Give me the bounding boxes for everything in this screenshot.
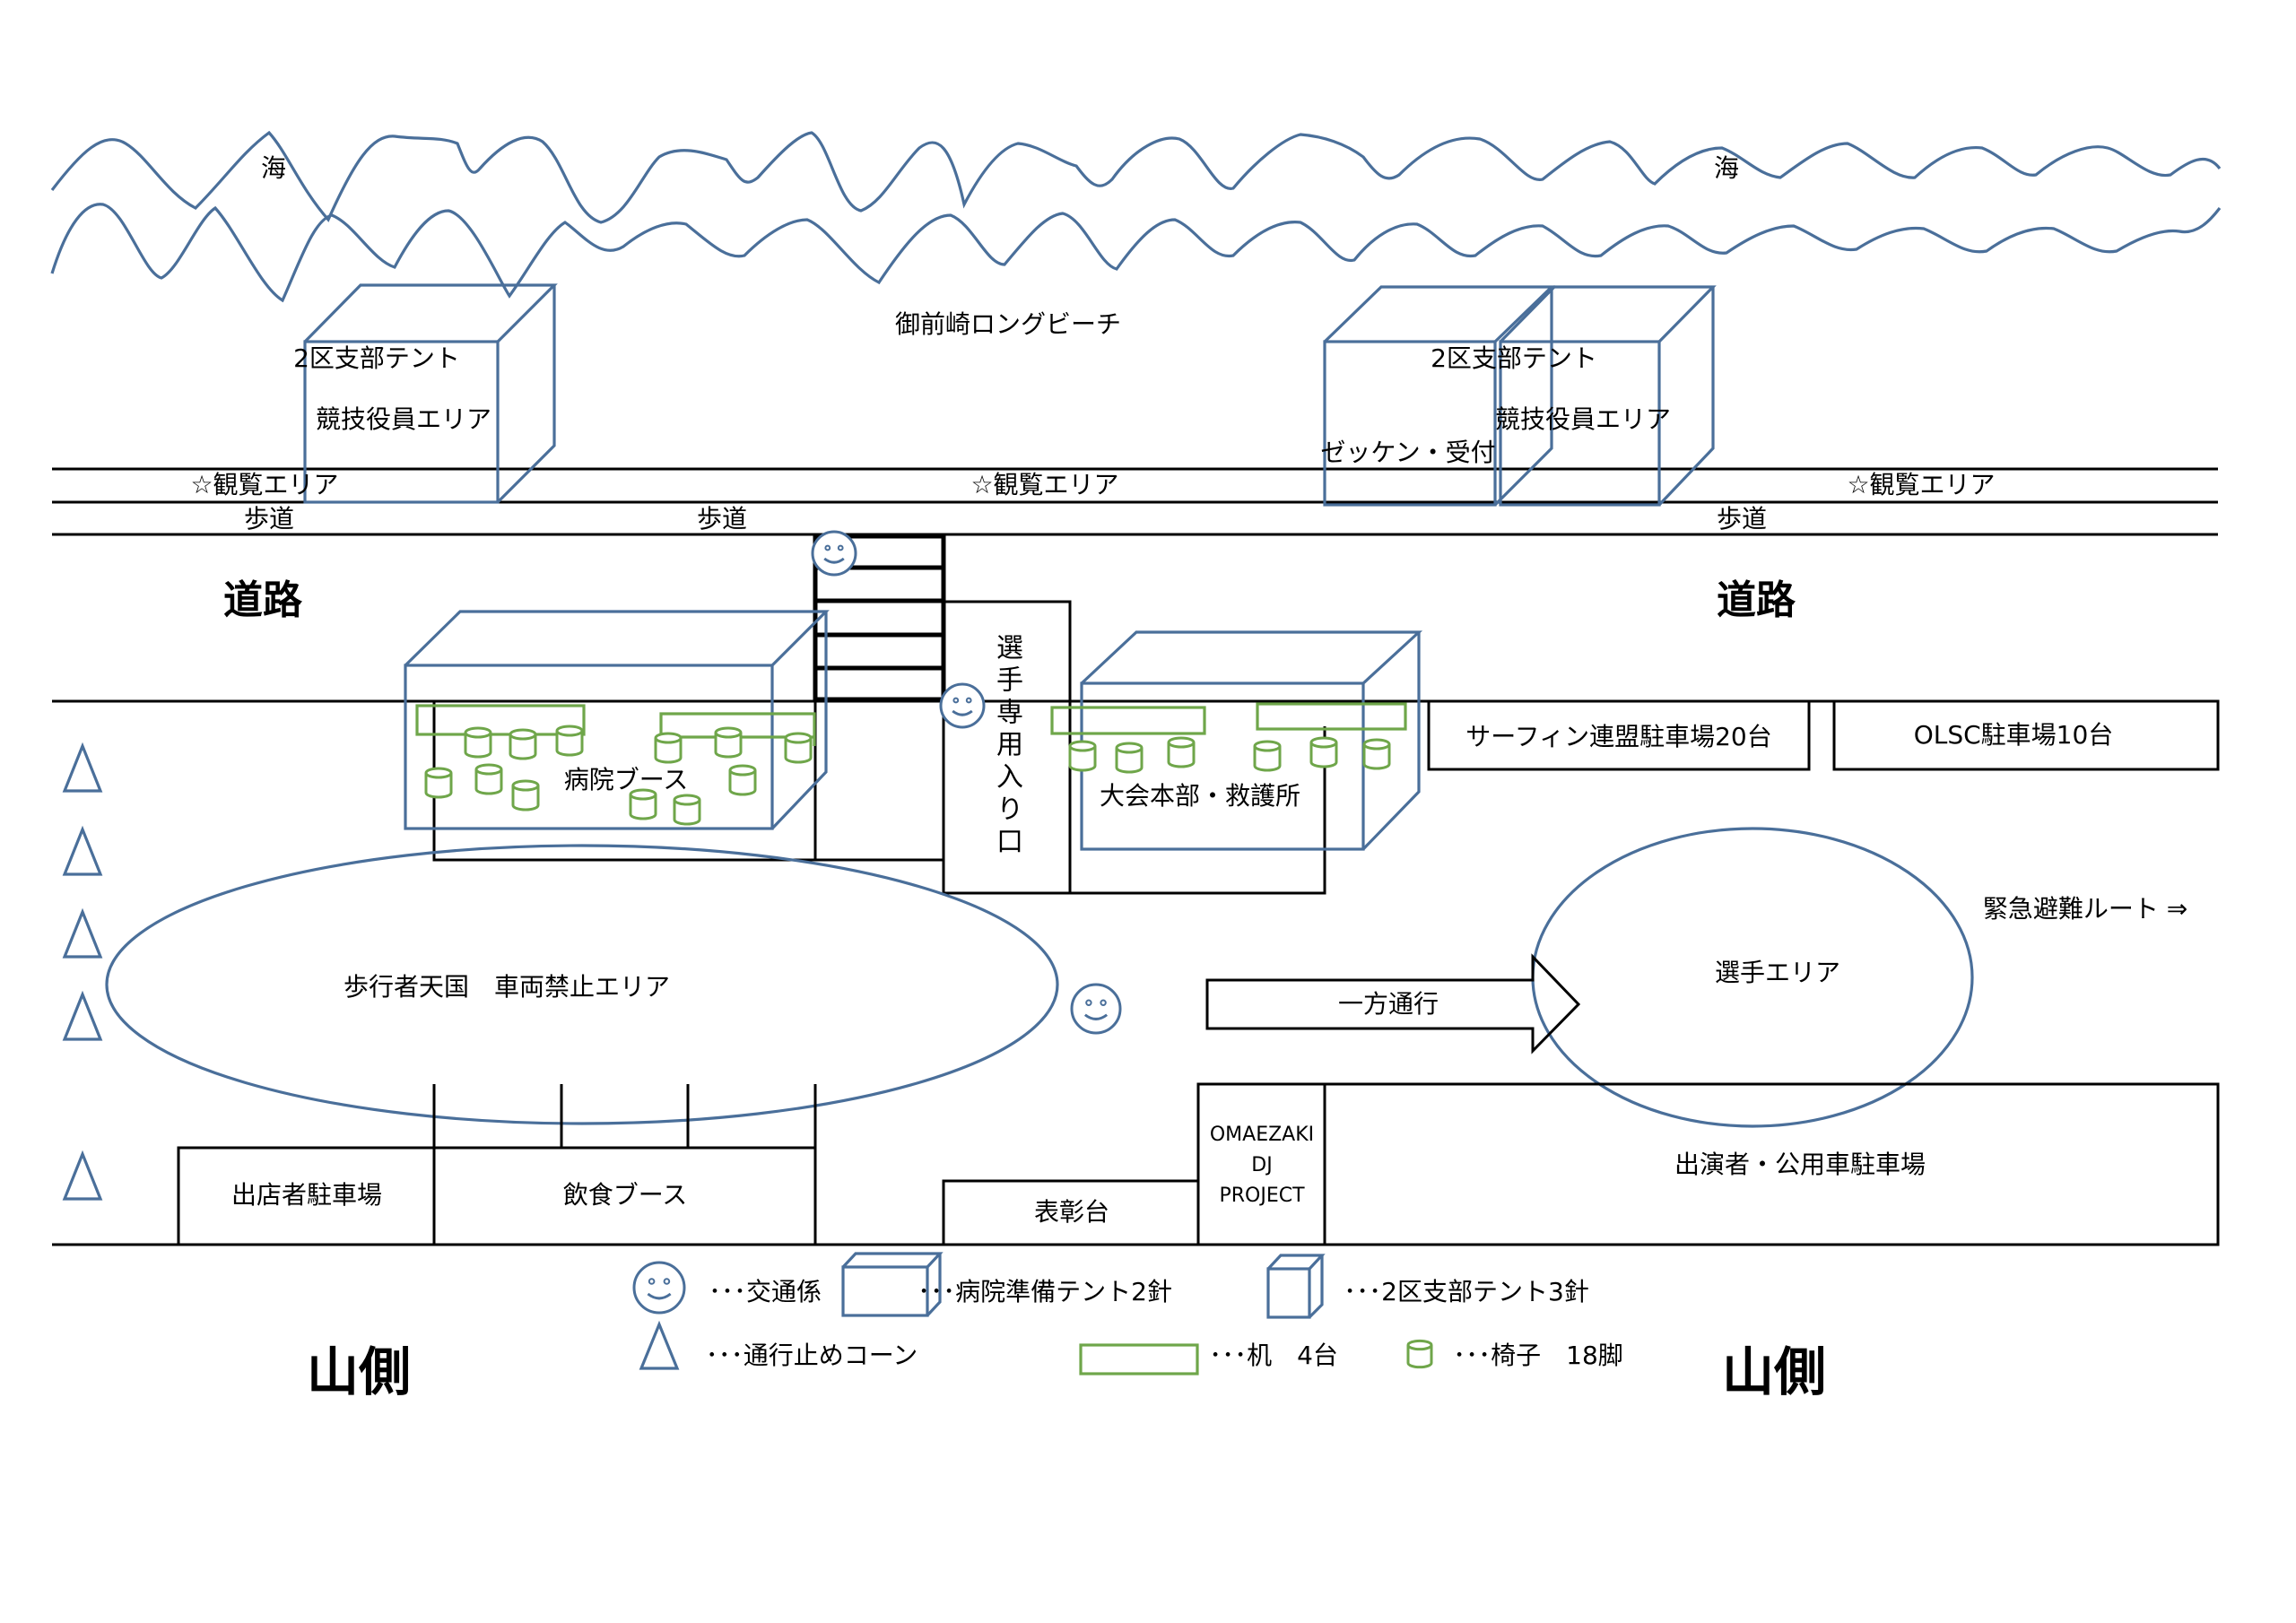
sidewalk-label-left: 歩道 xyxy=(243,504,295,534)
pedestrian-zone-ellipse xyxy=(105,844,1059,1125)
legend-cone-text: ･･･通行止めコーン xyxy=(705,1341,918,1370)
road-label-left: 道路 xyxy=(223,577,302,623)
cones xyxy=(62,742,103,1201)
hospital-tent xyxy=(404,610,830,830)
chair xyxy=(654,732,683,764)
food-booth-box xyxy=(432,1146,817,1246)
sea-label-left: 海 xyxy=(260,153,287,183)
viewing-area-label-right: ☆観覧エリア xyxy=(1847,470,1996,499)
legend-chair-icon xyxy=(1406,1339,1433,1369)
chair xyxy=(1309,736,1338,768)
chairs xyxy=(424,725,1391,826)
surfing-parking-label: サーフィン連盟駐車場20台 xyxy=(1465,722,1772,751)
chair xyxy=(1253,740,1282,772)
dj-project-line-1: OMAEZAKI xyxy=(1209,1123,1315,1146)
legend-branch-tent-text: ･･･2区支部テント3針 xyxy=(1344,1277,1589,1306)
legend-desk-text: ･･･机 4台 xyxy=(1209,1341,1338,1370)
cylinder-chair-icon xyxy=(1406,1339,1433,1369)
chair xyxy=(1167,736,1196,768)
right-branch-tent-b xyxy=(1499,285,1717,507)
desk xyxy=(415,704,586,736)
traffic-cone-icon xyxy=(62,1150,103,1201)
chair xyxy=(474,763,503,795)
legend xyxy=(632,1252,1433,1376)
dj-project-line-2: DJ xyxy=(1251,1153,1273,1176)
legend-desk-icon xyxy=(1079,1343,1199,1376)
chair xyxy=(784,732,813,764)
chair xyxy=(509,728,537,760)
legend-hospital-tent-text: ･･･病院準備テント2針 xyxy=(918,1277,1172,1306)
right-tent-label-1: 2区支部テント xyxy=(1431,343,1597,373)
viewing-area-label-left: ☆観覧エリア xyxy=(190,470,339,499)
traffic-staff-road-icon xyxy=(1070,983,1122,1035)
surfing-parking-box xyxy=(1427,699,1811,771)
desks xyxy=(415,702,1407,746)
legend-branch-tent-icon xyxy=(1266,1254,1326,1319)
chair xyxy=(629,788,657,820)
award-stage-label: 表彰台 xyxy=(1033,1197,1110,1227)
mountain-side-label-left: 山側 xyxy=(306,1341,412,1402)
dj-project-line-3: PROJECT xyxy=(1219,1185,1305,1208)
chair xyxy=(1115,742,1144,774)
sea-wave-upper xyxy=(50,130,2222,224)
sea-wave-lower xyxy=(50,203,2222,303)
dj-project-label: OMAEZAKI DJ PROJECT xyxy=(1210,1120,1314,1211)
right-tent-label-3: ゼッケン・受付 xyxy=(1320,438,1496,467)
player-entrance-label: 選手専用入り口 xyxy=(991,633,1022,859)
pedestrian-zone-label: 歩行者天国 車両禁止エリア xyxy=(343,972,671,1002)
viewing-area-label-center: ☆観覧エリア xyxy=(970,470,1119,499)
road-label-right: 道路 xyxy=(1717,577,1796,623)
chair xyxy=(728,764,757,796)
food-booth-dividers xyxy=(432,1084,817,1245)
chair xyxy=(424,767,453,799)
chair xyxy=(1068,740,1097,772)
beach-title: 御前崎ロングビーチ xyxy=(894,309,1122,339)
traffic-cone-icon xyxy=(62,742,103,793)
traffic-cone-icon xyxy=(62,825,103,876)
chair xyxy=(464,726,492,759)
traffic-cone-icon xyxy=(62,990,103,1041)
chair xyxy=(714,726,743,759)
chair xyxy=(673,794,701,826)
right-tent-label-2: 競技役員エリア xyxy=(1494,404,1672,434)
desk xyxy=(659,712,816,746)
chair xyxy=(1362,738,1391,770)
legend-smiley-icon xyxy=(632,1261,686,1315)
traffic-staff-markers xyxy=(811,530,1122,1035)
performer-parking-label: 出演者・公用車駐車場 xyxy=(1674,1150,1926,1179)
left-branch-tent xyxy=(303,283,558,504)
food-booth-label: 飲食ブース xyxy=(562,1180,688,1210)
chair xyxy=(511,779,540,812)
legend-traffic-staff-text: ･･･交通係 xyxy=(708,1277,822,1306)
left-tent-label-1: 2区支部テント xyxy=(293,343,460,373)
one-way-arrow xyxy=(1205,953,1581,1055)
chair xyxy=(555,725,584,757)
emergency-route-label: 緊急避難ルート ⇒ xyxy=(1982,894,2188,924)
sidewalk-label-right: 歩道 xyxy=(1716,504,1768,534)
one-way-label: 一方通行 xyxy=(1337,989,1439,1019)
mountain-side-label-right: 山側 xyxy=(1721,1341,1827,1402)
legend-cone-icon xyxy=(639,1320,680,1370)
desk xyxy=(1050,706,1206,735)
player-area-label: 選手エリア xyxy=(1714,958,1841,987)
olsc-parking-box xyxy=(1832,699,2220,771)
vendor-parking-label: 出店者駐車場 xyxy=(230,1180,383,1210)
olsc-parking-label: OLSC駐車場10台 xyxy=(1913,720,2114,750)
hospital-booth-label: 病院ブース xyxy=(563,765,689,794)
performer-parking-box xyxy=(1323,1082,2220,1246)
left-tent-label-2: 競技役員エリア xyxy=(315,404,492,434)
legend-hospital-tent-icon xyxy=(841,1252,944,1317)
traffic-staff-entrance-icon xyxy=(939,682,986,729)
hq-label: 大会本部・救護所 xyxy=(1099,781,1301,811)
sea-label-right: 海 xyxy=(1713,153,1740,183)
sidewalk-label-center: 歩道 xyxy=(696,504,748,534)
traffic-staff-crosswalk-icon xyxy=(811,530,857,577)
traffic-cone-icon xyxy=(62,907,103,959)
legend-chair-text: ･･･椅子 18脚 xyxy=(1453,1341,1623,1370)
desk xyxy=(1256,702,1407,731)
hq-area-outline xyxy=(1068,701,1326,895)
smiley-face-icon xyxy=(632,1261,686,1315)
right-branch-tent-a xyxy=(1323,285,1555,507)
